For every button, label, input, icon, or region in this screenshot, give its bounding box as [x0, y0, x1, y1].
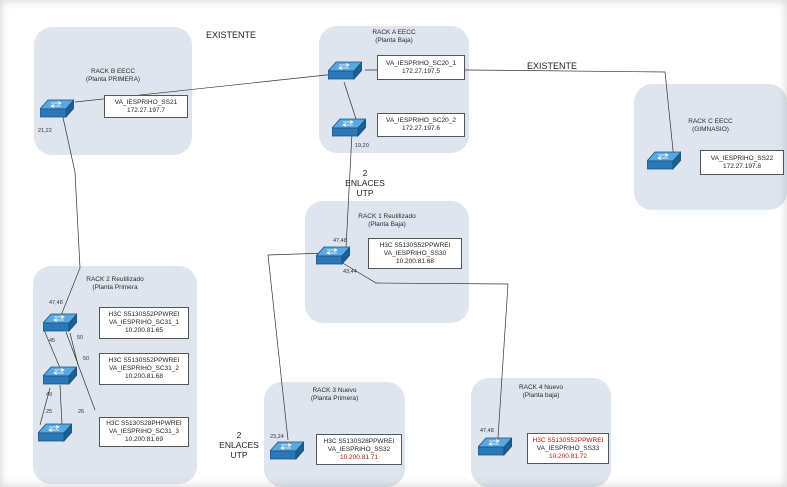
enlaces-word: ENLACES: [219, 440, 259, 450]
switch-name: VA_IESPRIHO_SC20_1: [386, 59, 456, 67]
rack-c-subtitle: (GIMNASIO): [692, 126, 729, 133]
switch-label-sc31-1: H3C S5130S52PPWREI VA_IESPRIHO_SC31_1 10…: [99, 307, 189, 339]
switch-model: H3C S5130S52PPWREI: [532, 436, 604, 444]
port-label: 47,48: [49, 300, 63, 306]
switch-ip: 172.27.197.8: [723, 162, 761, 170]
switch-model: H3C S5130S52PPWREI: [108, 357, 180, 364]
rack-1-subtitle: (Planta Baja): [368, 221, 406, 228]
switch-icon: [332, 117, 366, 137]
port-label: 26: [78, 409, 85, 415]
rack-a-subtitle: (Planta Baja): [375, 37, 413, 44]
port-label: 25: [46, 409, 53, 415]
rack-b-subtitle: (Planta PRIMERA): [85, 76, 141, 83]
enlaces-count: 2: [362, 168, 368, 178]
port-label: 45: [49, 338, 56, 344]
rack-4-title: RACK 4 Nuevo: [518, 384, 564, 391]
rack-a-title: RACK A EECC: [372, 29, 416, 36]
enlaces-type: UTP: [356, 188, 374, 198]
port-label: 43,44: [343, 269, 357, 275]
switch-ip: 10.200.81.71: [340, 453, 378, 461]
rack-c: RACK C EECC (GIMNASIO): [634, 84, 787, 210]
switch-name: VA_IESPRIHO_SC31_3: [109, 428, 179, 435]
switch-name: VA_IESPRIHO_SS22: [710, 154, 774, 162]
enlaces-type: UTP: [230, 450, 248, 460]
switch-label-sc31-3: H3C S5130S28PHPWREI VA_IESPRIHO_SC31_3 1…: [99, 417, 189, 447]
switch-ip: 10.200.81.65: [125, 327, 163, 334]
enlaces-utp-label: 2 ENLACES UTP: [340, 168, 390, 198]
port-label: 47,48: [333, 238, 347, 244]
switch-label-sc31-2: H3C S5130S52PPWREI VA_IESPRIHO_SC31_2 10…: [99, 353, 189, 385]
rack-3-subtitle: (Planta Primera): [310, 395, 359, 402]
rack-4-subtitle: (Planta baja): [522, 392, 560, 399]
rack-1-title: RACK 1 Reutilizado: [358, 213, 416, 220]
switch-ip: 172.27.197.7: [127, 106, 165, 114]
rack-2-title: RACK 2 Reutilizado: [86, 276, 144, 283]
switch-name: VA_IESPRIHO_SC20_2: [386, 117, 456, 124]
switch-ip: 172.27.197.5: [402, 67, 440, 75]
existente-label: EXISTENTE: [527, 61, 578, 71]
switch-icon: [38, 422, 72, 442]
switch-label-sc20-1: VA_IESPRIHO_SC20_1 172.27.197.5: [377, 55, 465, 80]
switch-icon: [270, 440, 304, 460]
enlaces-utp-label: 2 ENLACES UTP: [214, 430, 264, 460]
switch-model: H3C S5130S52PPWREI: [108, 311, 180, 318]
rack-3-title: RACK 3 Nuevo: [312, 387, 357, 394]
enlaces-count: 2: [236, 430, 242, 440]
switch-icon: [316, 245, 350, 265]
switch-label-ss33: H3C S5130S52PPWREI VA_IESPRIHO_SS33 10.2…: [527, 433, 609, 464]
switch-label-ss32: H3C S5130S28PPWREI VA_IESPRIHO_SS32 10.2…: [316, 434, 402, 465]
switch-model: H3C S5130S28PPWREI: [323, 437, 395, 445]
switch-name: VA_IESPRIHO_SS32: [327, 445, 391, 453]
switch-name: VA_IESPRIHO_SC31_1: [109, 319, 179, 326]
switch-icon: [40, 98, 74, 118]
port-label: 50: [77, 335, 84, 341]
switch-name: VA_IESPRIHO_SS33: [536, 444, 600, 452]
rack-c-title: RACK C EECC: [688, 118, 733, 125]
port-label: 23,24: [270, 434, 284, 440]
switch-name: VA_IESPRIHO_SS21: [114, 98, 178, 106]
switch-label-ss21: VA_IESPRIHO_SS21 172.27.197.7: [104, 95, 188, 118]
switch-icon: [328, 60, 362, 80]
switch-label-ss22: VA_IESPRIHO_SS22 172.27.197.8: [700, 150, 784, 175]
rack-b: RACK B EECC (Planta PRIMERA): [34, 27, 192, 155]
switch-model: H3C S5130S28PHPWREI: [106, 420, 182, 427]
switch-ip: 10.200.81.68: [396, 257, 434, 265]
port-label: 19,20: [355, 143, 369, 149]
rack-b-title: RACK B EECC: [90, 68, 136, 75]
switch-label-sc20-2: VA_IESPRIHO_SC20_2 172.27.197.6: [377, 113, 465, 137]
rack-2-subtitle: (Planta Primera: [92, 284, 138, 291]
switch-ip: 172.27.197.6: [402, 125, 440, 132]
existente-label: EXISTENTE: [206, 30, 257, 40]
switch-name: VA_IESPRIHO_SC31_2: [109, 365, 179, 372]
switch-icon: [478, 436, 512, 456]
enlaces-word: ENLACES: [345, 178, 385, 188]
switch-name: VA_IESPRIHO_SS30: [383, 249, 447, 257]
switch-model: H3C S5130S52PPWREI: [379, 241, 451, 249]
switch-icon: [43, 365, 77, 385]
port-label: 49: [46, 392, 53, 398]
switch-ip: 10.200.81.69: [125, 436, 163, 443]
switch-icon: [43, 312, 77, 332]
switch-icon: [647, 150, 681, 170]
switch-label-ss30: H3C S5130S52PPWREI VA_IESPRIHO_SS30 10.2…: [368, 238, 462, 269]
port-label: 47,48: [480, 428, 494, 434]
switch-ip: 10.200.81.68: [125, 373, 163, 380]
switch-ip: 10.200.81.72: [549, 452, 587, 460]
port-label: 21,22: [38, 128, 52, 134]
port-label: 50: [83, 356, 90, 362]
